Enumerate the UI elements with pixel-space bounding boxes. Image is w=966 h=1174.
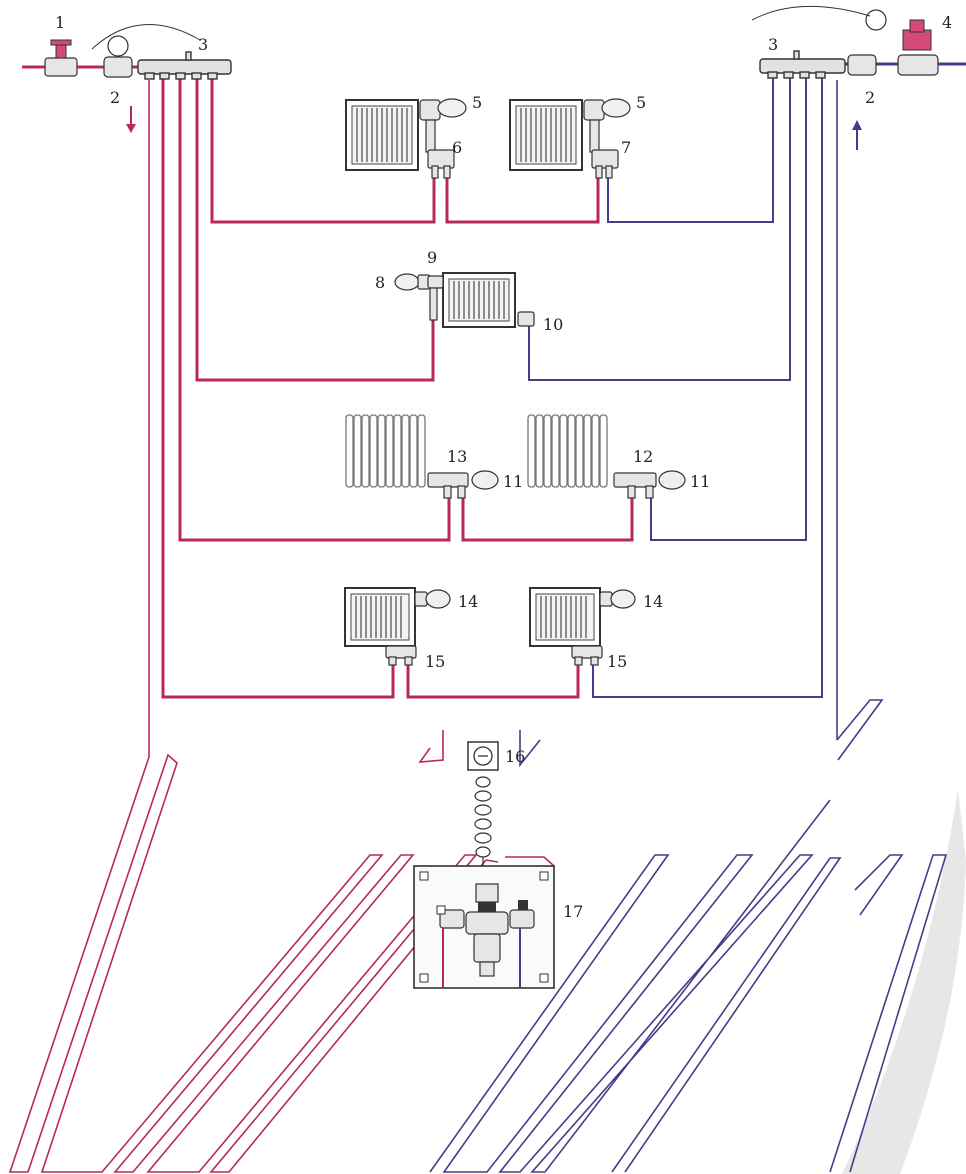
valve-12 [613,472,657,499]
label-8: 8 [375,273,385,292]
label-11-right: 11 [690,472,710,491]
floor-loop-return [429,80,948,1173]
label-2-left: 2 [110,88,120,107]
arrow-up-icon [852,120,862,150]
valve-15-left [385,645,417,666]
radiator-row4-left [344,587,416,647]
shutoff-valve-1 [44,39,78,77]
mixing-valve-icon [413,865,555,989]
watermark-arc [842,790,966,1174]
manifold-left [137,51,232,80]
manifold-right [759,50,846,79]
label-17: 17 [563,902,583,921]
thermostat-cable [474,776,492,880]
lockshield-10 [517,311,535,327]
valve-13 [427,472,469,499]
thermostatic-head-11-right [658,470,686,490]
label-3-left: 3 [198,35,208,54]
supply-pipes [161,75,634,699]
heat-meter-right [751,5,887,76]
radiator-row4-right [529,587,601,647]
floor-loop-supply [8,80,555,1173]
label-1: 1 [55,13,65,32]
label-2-right: 2 [865,88,875,107]
radiator-row1-left [345,99,419,171]
label-10: 10 [543,315,563,334]
label-4: 4 [942,13,952,32]
valve-unit-7 [591,149,619,179]
radiator-row2 [442,272,516,328]
label-13: 13 [447,447,467,466]
return-pipes [528,75,823,698]
label-15-left: 15 [425,652,445,671]
label-6: 6 [452,138,462,157]
label-3-right: 3 [768,35,778,54]
label-12: 12 [633,447,653,466]
radiator-row3-right [527,414,608,488]
valve-15-right [571,645,603,666]
balancing-valve-4 [897,19,939,76]
label-5-right: 5 [636,93,646,112]
label-5-left: 5 [472,93,482,112]
label-11-left: 11 [503,472,523,491]
arrow-down-icon [126,106,136,133]
label-16: 16 [505,747,525,766]
label-9: 9 [427,248,437,267]
radiator-row3-left [345,414,426,488]
label-14-right: 14 [643,592,663,611]
valve-unit-6 [427,149,455,179]
heat-meter-left [91,24,201,78]
label-15-right: 15 [607,652,627,671]
label-7: 7 [621,138,631,157]
radiator-row1-right [509,99,583,171]
thermostatic-head-14-right [599,589,636,609]
thermostatic-head-14-left [414,589,451,609]
thermostatic-head-8 [394,273,431,291]
thermostatic-head-11-left [471,470,499,490]
room-thermostat-icon [467,741,499,771]
label-14-left: 14 [458,592,478,611]
valve-9 [427,275,444,321]
